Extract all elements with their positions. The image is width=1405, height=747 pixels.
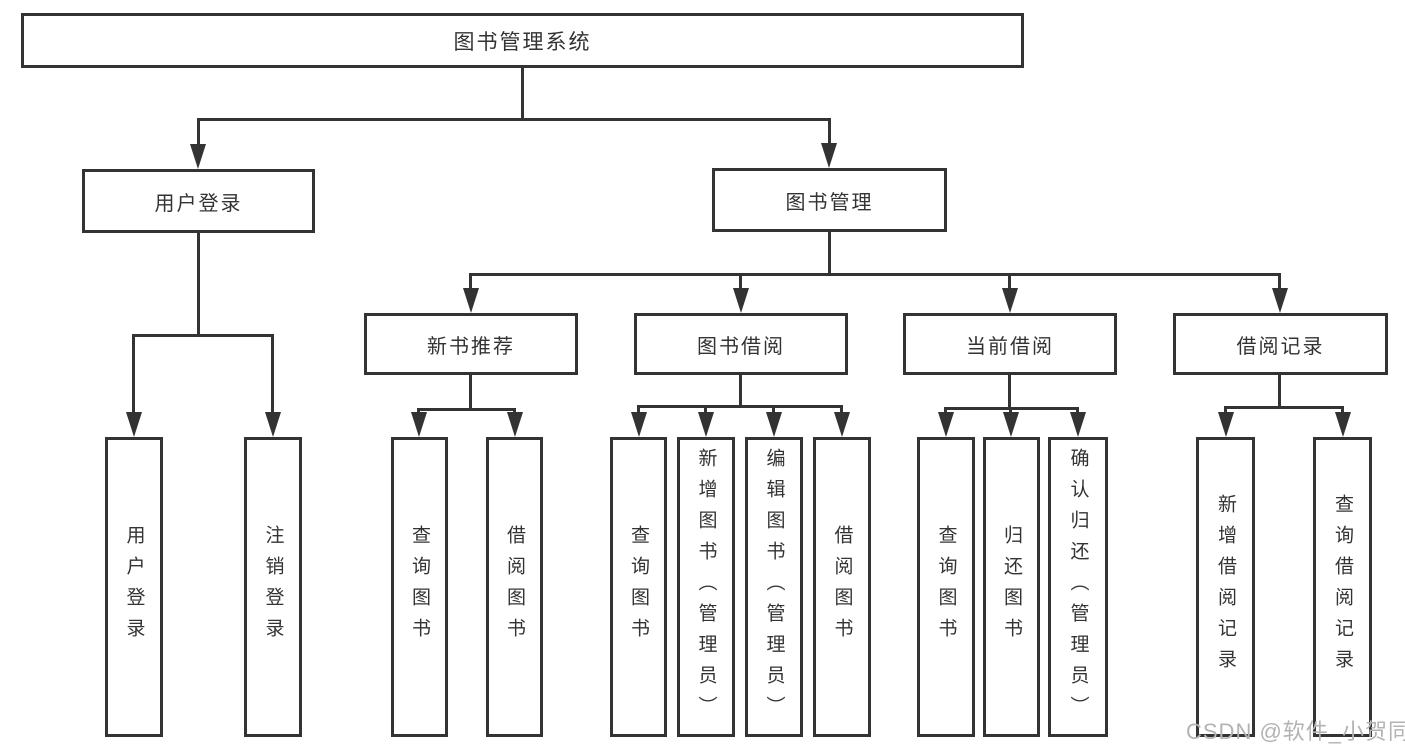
connector-line — [1076, 407, 1079, 415]
csdn-watermark: CSDN @软件_小贺同学 — [1186, 719, 1405, 744]
leaf-newbook-query-books: 查询图书 — [391, 437, 448, 737]
arrowhead-down-icon — [1218, 412, 1234, 437]
arrowhead-down-icon — [1272, 288, 1288, 313]
connector-line — [704, 405, 707, 415]
node-book-management: 图书管理 — [712, 168, 947, 232]
connector-line — [944, 407, 947, 415]
connector-line — [739, 273, 742, 290]
connector-line — [637, 405, 843, 408]
connector-line — [469, 273, 1281, 276]
arrowhead-down-icon — [698, 412, 714, 437]
connector-line — [1224, 406, 1227, 415]
connector-line — [1278, 375, 1281, 407]
connector-line — [417, 408, 516, 411]
arrowhead-down-icon — [766, 412, 782, 437]
connector-line — [772, 405, 775, 415]
connector-line — [840, 405, 843, 415]
leaf-records-add-borrow-record: 新增借阅记录 — [1196, 437, 1255, 737]
connector-line — [739, 375, 742, 407]
connector-line — [1008, 375, 1011, 408]
connector-line — [1224, 406, 1344, 409]
arrowhead-down-icon — [938, 412, 954, 437]
leaf-borrowing-borrow-books: 借阅图书 — [813, 437, 871, 737]
node-library-management-system: 图书管理系统 — [21, 13, 1024, 68]
connector-line — [469, 375, 472, 410]
connector-line — [197, 233, 200, 336]
node-new-book-recommend: 新书推荐 — [364, 313, 578, 375]
arrowhead-down-icon — [265, 412, 281, 437]
connector-line — [1341, 406, 1344, 415]
arrowhead-down-icon — [463, 288, 479, 313]
connector-line — [828, 118, 831, 147]
arrowhead-down-icon — [1002, 288, 1018, 313]
leaf-newbook-borrow-books: 借阅图书 — [486, 437, 543, 737]
connector-line — [1278, 273, 1281, 290]
arrowhead-down-icon — [507, 412, 523, 437]
arrowhead-down-icon — [190, 144, 206, 169]
arrowhead-down-icon — [631, 412, 647, 437]
connector-line — [197, 118, 831, 121]
leaf-current-query-books: 查询图书 — [917, 437, 975, 737]
leaf-borrowing-add-books-admin: 新增图书（管理员） — [677, 437, 735, 737]
leaf-current-return-books: 归还图书 — [983, 437, 1040, 737]
arrowhead-down-icon — [834, 412, 850, 437]
connector-line — [1008, 273, 1011, 290]
arrowhead-down-icon — [733, 288, 749, 313]
connector-line — [1009, 407, 1012, 415]
connector-line — [828, 232, 831, 275]
node-user-login: 用户登录 — [82, 169, 315, 233]
arrowhead-down-icon — [1070, 412, 1086, 437]
node-borrow-records: 借阅记录 — [1173, 313, 1388, 375]
leaf-user-login: 用户登录 — [105, 437, 163, 737]
connector-line — [132, 334, 135, 414]
connector-line — [469, 273, 472, 290]
leaf-borrowing-edit-books-admin: 编辑图书（管理员） — [745, 437, 803, 737]
connector-line — [132, 334, 274, 337]
connector-line — [197, 118, 200, 148]
node-book-borrowing: 图书借阅 — [634, 313, 848, 375]
leaf-current-confirm-return-admin: 确认归还（管理员） — [1048, 437, 1108, 737]
connector-line — [944, 407, 1079, 410]
connector-line — [521, 68, 524, 120]
arrowhead-down-icon — [411, 412, 427, 437]
node-current-borrowing: 当前借阅 — [903, 313, 1117, 375]
arrowhead-down-icon — [1003, 412, 1019, 437]
leaf-records-query-borrow-record: 查询借阅记录 — [1313, 437, 1372, 737]
connector-line — [637, 405, 640, 415]
arrowhead-down-icon — [126, 412, 142, 437]
arrowhead-down-icon — [1335, 412, 1351, 437]
leaf-logout: 注销登录 — [244, 437, 302, 737]
leaf-borrowing-query-books: 查询图书 — [610, 437, 667, 737]
connector-line — [271, 334, 274, 414]
arrowhead-down-icon — [821, 143, 837, 168]
